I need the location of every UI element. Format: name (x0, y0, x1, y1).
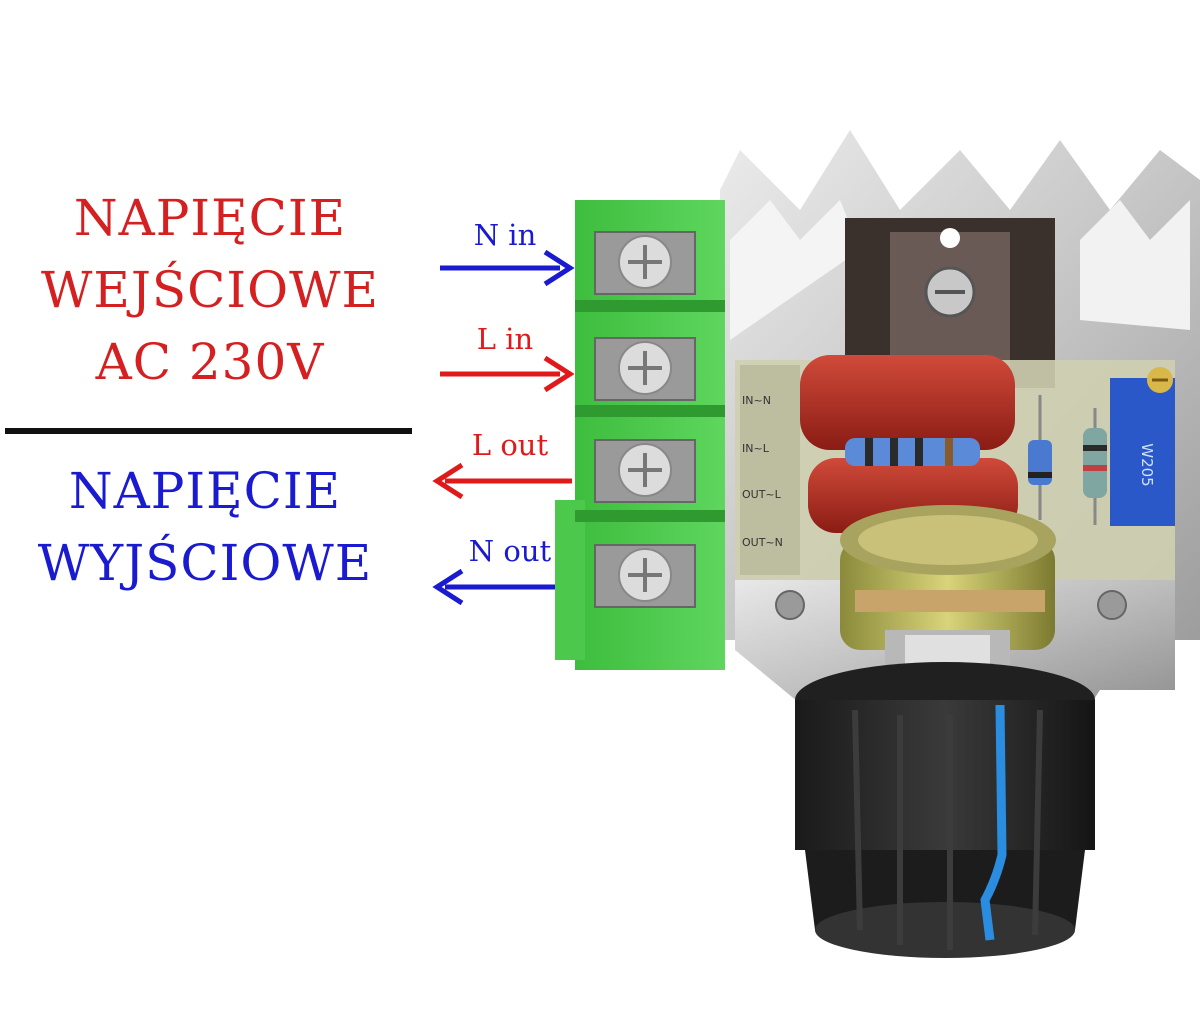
terminal-screw-n-out (594, 544, 696, 608)
output-label-line-2: WYJŚCIOWE (37, 534, 373, 592)
capacitor-top (800, 355, 1015, 450)
small-resistor (1083, 408, 1107, 525)
terminal-screw-l-in (594, 337, 696, 401)
knob (795, 662, 1095, 958)
input-label-line-2: WEJŚCIOWE (40, 261, 380, 319)
diode (1028, 395, 1052, 520)
output-label-line-1: NAPIĘCIE (68, 462, 342, 520)
marking-in-l: IN~L (742, 442, 770, 455)
terminal-label-l-in: L in (476, 322, 534, 356)
marking-out-l: OUT~L (742, 488, 782, 501)
arrow-l-out (432, 462, 572, 500)
terminal-divider (575, 405, 725, 417)
terminal-label-n-in: N in (473, 218, 537, 252)
resistor (845, 438, 980, 466)
terminal-screw-n-in (594, 231, 696, 295)
potentiometer-body (840, 505, 1056, 650)
terminal-divider (575, 300, 725, 312)
input-label-line-1: NAPIĘCIE (73, 189, 347, 247)
output-voltage-label: NAPIĘCIE WYJŚCIOWE (10, 455, 400, 599)
terminal-block (555, 200, 725, 670)
trimmer-potentiometer: W205 (1110, 367, 1175, 526)
input-voltage-label: NAPIĘCIE WEJŚCIOWE AC 230V (10, 182, 410, 398)
input-label-line-3: AC 230V (95, 333, 325, 391)
separator-line (5, 428, 412, 434)
terminal-divider (575, 510, 725, 522)
marking-out-n: OUT~N (742, 536, 783, 549)
terminal-label-n-out: N out (468, 534, 552, 568)
arrow-n-out (432, 568, 572, 606)
arrow-n-in (440, 249, 575, 287)
terminal-screw-l-out (594, 439, 696, 503)
terminal-label-l-out: L out (471, 428, 549, 462)
marking-trimmer: W205 (1138, 443, 1156, 486)
marking-in-n: IN~N (742, 394, 771, 407)
arrow-l-in (440, 355, 575, 393)
